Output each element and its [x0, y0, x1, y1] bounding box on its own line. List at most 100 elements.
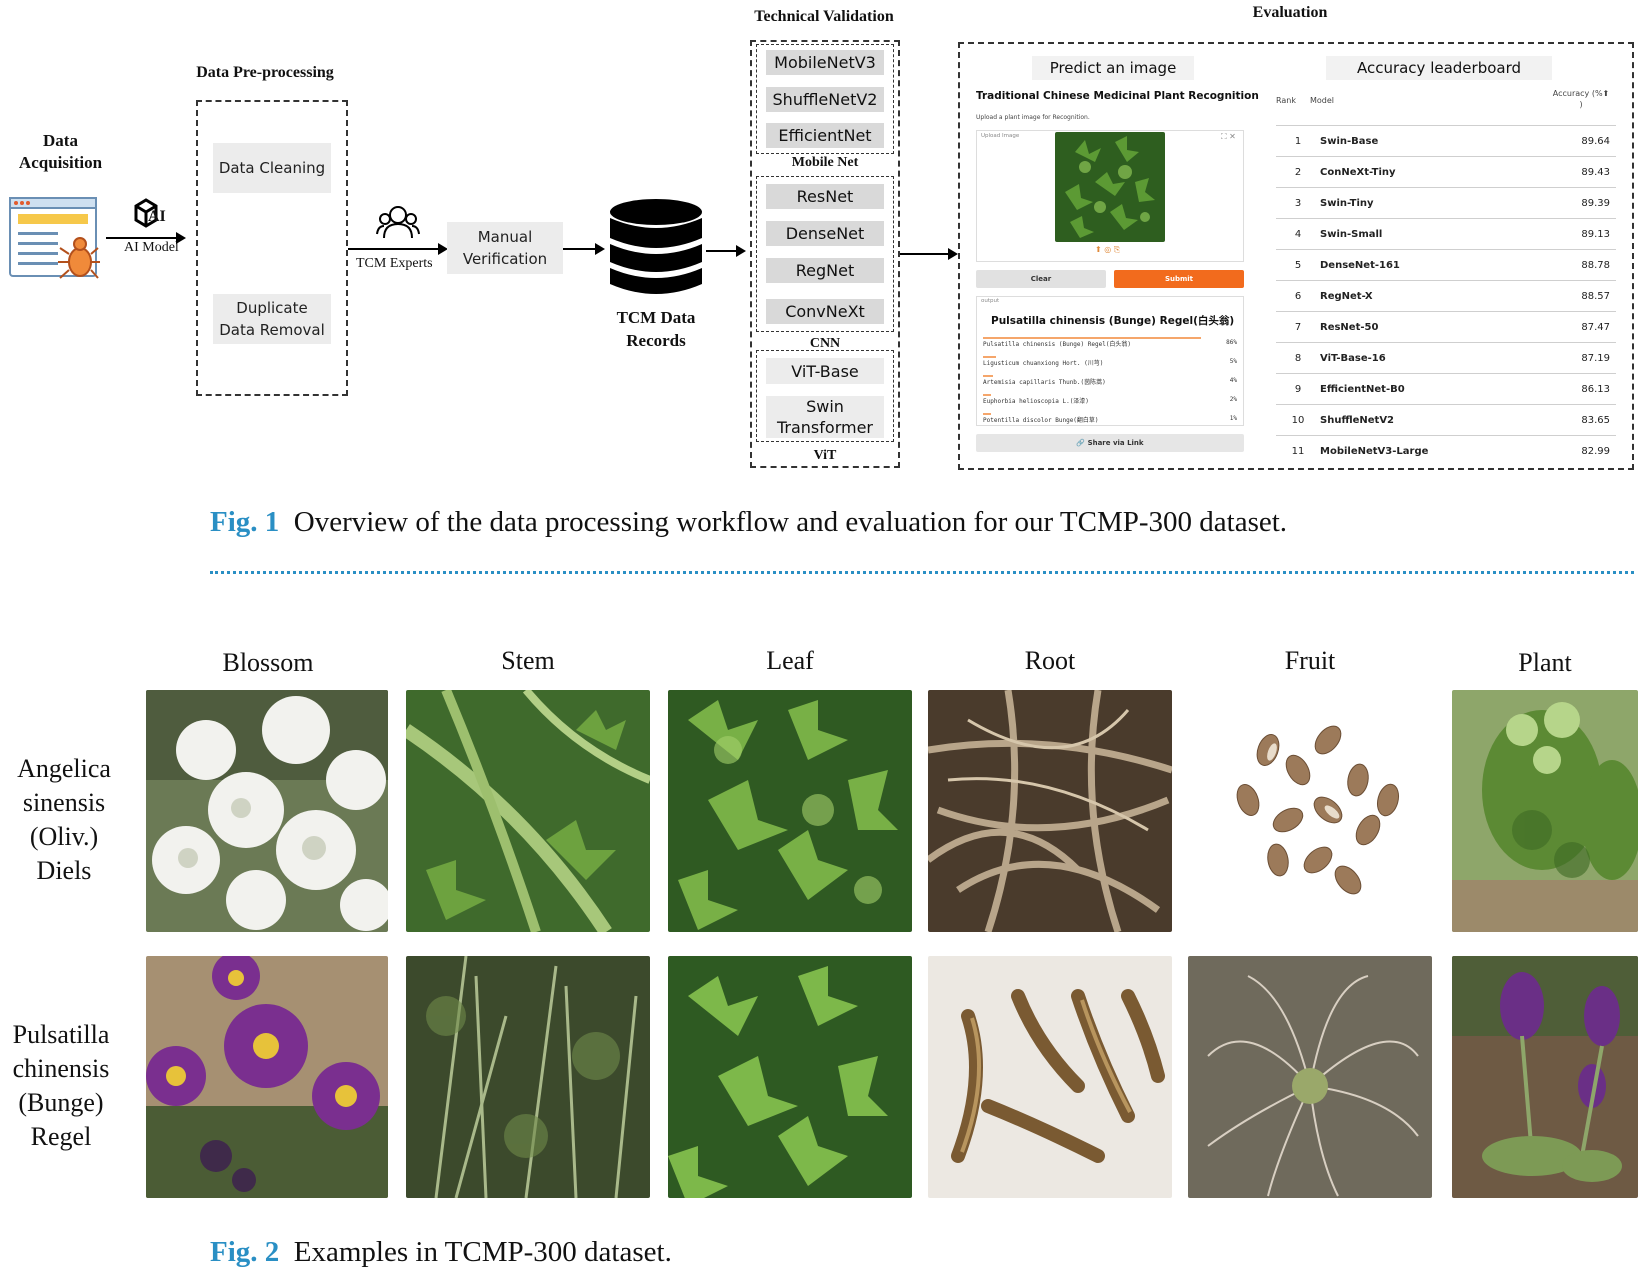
clear-button[interactable]: Clear	[976, 270, 1106, 288]
app-title: Traditional Chinese Medicinal Plant Reco…	[976, 90, 1259, 102]
arrow-verification-to-records	[563, 243, 605, 255]
upload-toolbar-icons[interactable]: ⬆ ◎ ⎘	[1095, 245, 1121, 254]
prediction-pct: 1%	[1229, 415, 1237, 422]
arrow-validation-to-evaluation	[900, 248, 958, 260]
prediction-row: Potentilla discolor Bunge(翻白草)1%	[983, 413, 1237, 424]
share-via-link-label: Share via Link	[1087, 439, 1144, 447]
leaderboard-accuracy: 86.13	[1581, 383, 1610, 395]
photo-angelica-stem	[406, 690, 650, 932]
model-swin-transformer: Swin Transformer	[766, 396, 884, 438]
share-via-link-button[interactable]: 🔗 Share via Link	[976, 434, 1244, 452]
leaderboard-rank: 5	[1294, 259, 1302, 271]
arrow-records-to-validation	[706, 245, 746, 257]
upload-image-area[interactable]: Upload Image ⛶ ✕ ⬆ ◎ ⎘	[976, 130, 1244, 262]
tab-predict-an-image[interactable]: Predict an image	[1032, 56, 1194, 80]
manual-verification-box: Manual Verification	[447, 222, 563, 274]
prediction-name: Artemisia capillaris Thunb.(茵陈蒿)	[983, 379, 1106, 386]
prediction-text-row: Euphorbia helioscopia L.(泽漆)2%	[983, 396, 1237, 405]
tcm-experts-label: TCM Experts	[356, 256, 433, 271]
row-label-pulsatilla: Pulsatilla chinensis (Bunge) Regel	[12, 1020, 110, 1151]
leaderboard-row: 10 ShuffleNetV2 83.65	[1276, 404, 1616, 435]
leaderboard-rank: 10	[1291, 414, 1305, 426]
model-efficientnet: EfficientNet	[766, 123, 884, 148]
ai-model-label: AI Model	[124, 240, 179, 255]
photo-angelica-root	[928, 690, 1172, 932]
prediction-text-row: Potentilla discolor Bunge(翻白草)1%	[983, 415, 1237, 424]
leaderboard-model: ResNet-50	[1320, 321, 1379, 333]
model-regnet: RegNet	[766, 258, 884, 283]
prediction-text-row: Ligusticum chuanxiong Hort. (川芎)5%	[983, 358, 1237, 367]
model-densenet: DenseNet	[766, 221, 884, 246]
ai-icon-text: AI	[148, 208, 166, 225]
leaderboard-accuracy: 88.78	[1581, 259, 1610, 271]
submit-button[interactable]: Submit	[1114, 270, 1244, 288]
header-accuracy: Accuracy (%⬆ )	[1552, 89, 1610, 109]
mobile-net-label: Mobile Net	[791, 155, 859, 170]
photo-angelica-leaf	[668, 690, 912, 932]
vit-group	[756, 350, 894, 442]
prediction-name: Euphorbia helioscopia L.(泽漆)	[983, 398, 1089, 405]
fullscreen-close-icons[interactable]: ⛶ ✕	[1221, 132, 1236, 141]
duplicate-removal-box: Duplicate Data Removal	[213, 294, 331, 344]
ai-model-icon	[132, 196, 172, 232]
photo-angelica-plant	[1452, 690, 1638, 932]
leaderboard-accuracy: 88.57	[1581, 290, 1610, 302]
evaluation-title: Evaluation	[1252, 4, 1328, 21]
prediction-text-row: Artemisia capillaris Thunb.(茵陈蒿) 4%	[983, 377, 1237, 386]
leaderboard-row: 5 DenseNet-161 88.78	[1276, 249, 1616, 280]
data-acquisition-label: Data Acquisition	[18, 131, 103, 172]
photo-pulsatilla-fruit	[1188, 956, 1432, 1198]
model-resnet: ResNet	[766, 184, 884, 209]
leaderboard-rank: 7	[1294, 321, 1302, 333]
column-label-root: Root	[1024, 646, 1076, 675]
figure-2-caption-text: Examples in TCMP-300 dataset.	[293, 1236, 672, 1268]
leaderboard-model: ShuffleNetV2	[1320, 414, 1395, 426]
mobile-net-group	[756, 44, 894, 154]
leaderboard-model: DenseNet-161	[1320, 259, 1400, 271]
prediction-bar	[983, 394, 991, 396]
web-crawler-icon	[8, 196, 100, 286]
prediction-text-row: Pulsatilla chinensis (Bunge) Regel(白头翁)8…	[983, 339, 1237, 348]
prediction-pct: 5%	[1229, 358, 1237, 365]
prediction-row: Ligusticum chuanxiong Hort. (川芎)5%	[983, 356, 1237, 367]
leaderboard-accuracy: 89.43	[1581, 166, 1610, 178]
figure-2-number: Fig. 2	[210, 1236, 280, 1268]
leaderboard-model: ConNeXt-Tiny	[1320, 166, 1396, 178]
preprocessing-group	[196, 100, 348, 396]
tab-accuracy-leaderboard[interactable]: Accuracy leaderboard	[1326, 56, 1552, 80]
output-panel: output Pulsatilla chinensis (Bunge) Rege…	[976, 296, 1244, 426]
link-icon: 🔗	[1076, 439, 1088, 447]
leaderboard-rank: 1	[1294, 135, 1302, 147]
uploaded-plant-image	[1055, 132, 1165, 242]
technical-validation-group	[750, 40, 900, 468]
prediction-title: Pulsatilla chinensis (Bunge) Regel(白头翁)	[991, 315, 1235, 327]
photo-pulsatilla-blossom	[146, 956, 388, 1198]
leaderboard-model: EfficientNet-B0	[1320, 383, 1405, 395]
technical-validation-title: Technical Validation	[754, 8, 894, 25]
vit-label: ViT	[813, 448, 837, 463]
photo-pulsatilla-plant	[1452, 956, 1638, 1198]
prediction-pct: 86%	[1226, 339, 1237, 346]
leaderboard-accuracy: 89.13	[1581, 228, 1610, 240]
leaderboard-accuracy: 83.65	[1581, 414, 1610, 426]
arrow-acquisition-to-preprocessing	[106, 232, 186, 244]
prediction-pct: 4%	[1229, 377, 1237, 384]
leaderboard-model: MobileNetV3-Large	[1320, 445, 1429, 457]
leaderboard-rank: 8	[1294, 352, 1302, 364]
leaderboard-header: Rank Model Accuracy (%⬆ )	[1276, 88, 1616, 124]
model-shufflenetv2: ShuffleNetV2	[766, 87, 884, 112]
cnn-group	[756, 176, 894, 332]
tcm-records-label: TCM Data Records	[616, 308, 696, 350]
upload-label: Upload Image	[981, 133, 1020, 139]
header-model: Model	[1310, 96, 1335, 105]
column-label-plant: Plant	[1518, 648, 1572, 677]
prediction-bar	[983, 375, 994, 377]
database-icon	[608, 198, 704, 298]
caption-divider	[210, 571, 1634, 574]
